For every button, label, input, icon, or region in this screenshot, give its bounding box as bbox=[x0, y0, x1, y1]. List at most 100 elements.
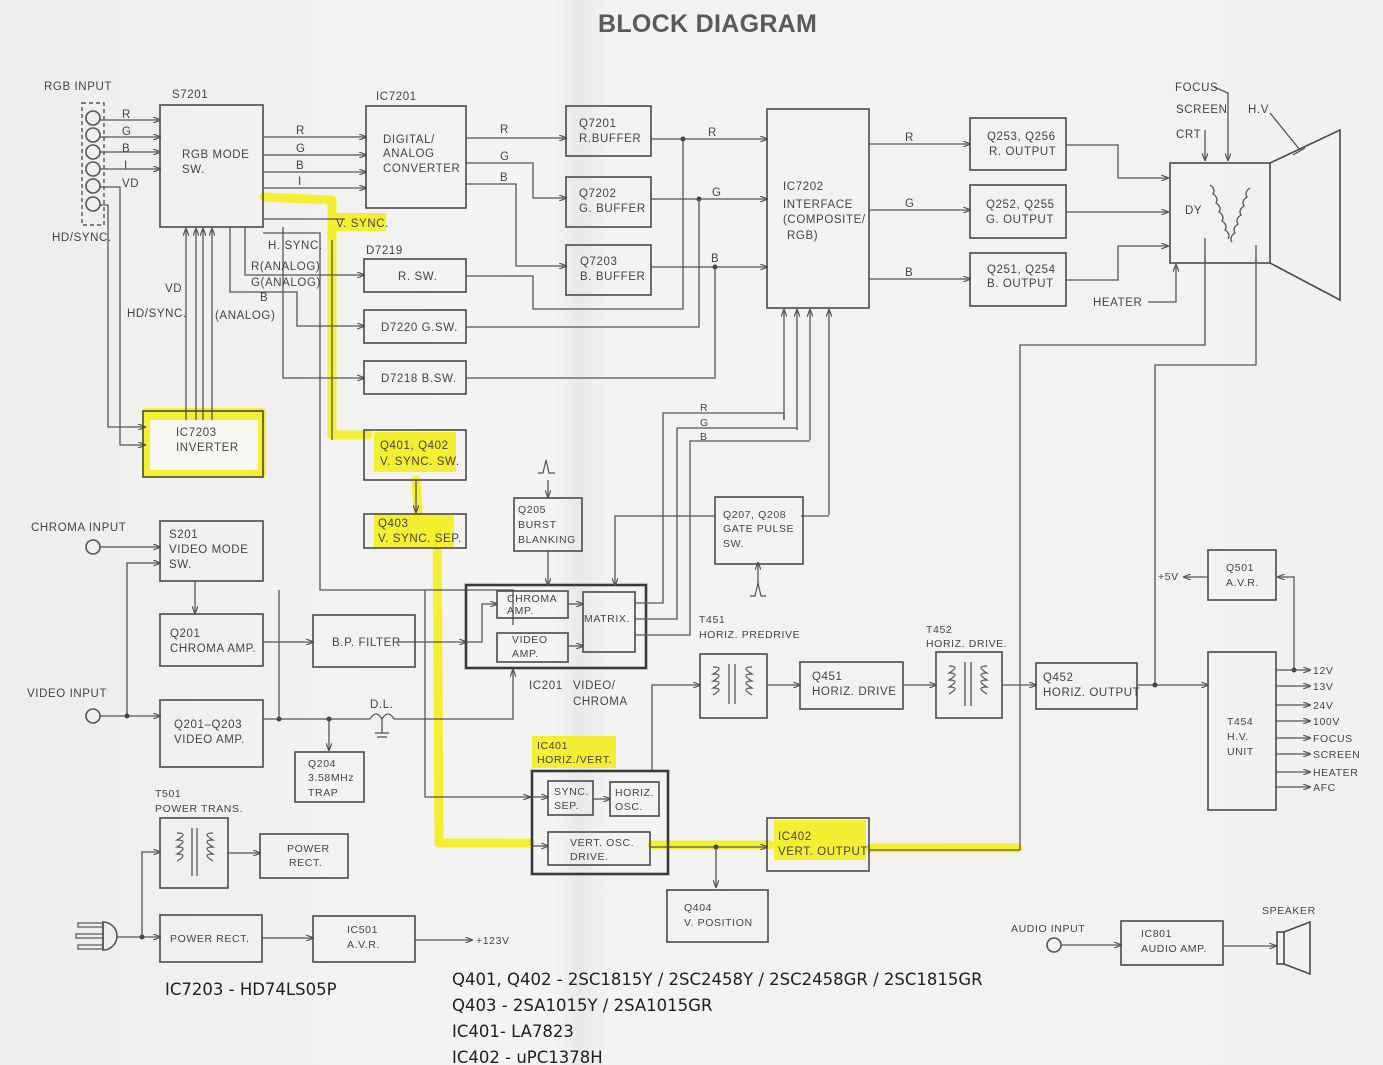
crt-dy-label: DY bbox=[1185, 205, 1202, 217]
video-input-wires bbox=[100, 547, 530, 797]
out-r-label: R bbox=[905, 132, 914, 144]
ic7202-ref: IC7202 bbox=[783, 181, 824, 193]
ic402-ref: IC402 bbox=[778, 831, 812, 843]
vert-osc-label: VERT. OSC. bbox=[570, 837, 634, 849]
rgb-input-wires bbox=[100, 120, 160, 445]
ic201-video-amp bbox=[496, 632, 569, 663]
r-analog-label: R(ANALOG) bbox=[251, 261, 320, 273]
t451-label: HORIZ. PREDRIVE bbox=[699, 629, 800, 641]
out-b-label: B bbox=[905, 267, 913, 279]
dac-r-label: R bbox=[500, 124, 509, 136]
ac-plug-icon bbox=[75, 921, 118, 951]
s7201-block bbox=[159, 104, 264, 228]
q207-ref: Q207, Q208 bbox=[723, 509, 786, 521]
hd-sync-label: HD/SYNC. bbox=[127, 308, 187, 320]
buf-g-label: G bbox=[712, 187, 722, 199]
ic801-ref: IC801 bbox=[1141, 928, 1172, 940]
d7218-block bbox=[363, 360, 467, 395]
b-analog-label-2: (ANALOG) bbox=[215, 310, 275, 322]
q451-ref: Q451 bbox=[812, 671, 843, 683]
v-sync-label: V. SYNC. bbox=[336, 218, 389, 230]
d7218-label: D7218 B.SW. bbox=[381, 373, 457, 385]
q207-label: GATE PULSE bbox=[723, 523, 794, 535]
ic201-label: VIDEO/ bbox=[573, 680, 616, 692]
hd-sync-input-label: HD/SYNC. bbox=[52, 232, 112, 244]
d7220-label: D7220 G.SW. bbox=[381, 322, 458, 334]
diagram-title: BLOCK DIAGRAM bbox=[598, 10, 817, 38]
q204-label-2: TRAP bbox=[308, 787, 338, 799]
q401-q402-block bbox=[363, 429, 467, 481]
power-wires bbox=[117, 852, 472, 940]
video-input-jack bbox=[85, 708, 101, 724]
out-g-label: G bbox=[905, 198, 915, 210]
q401-ref: Q401, Q402 bbox=[380, 440, 449, 452]
sig-r-label: R bbox=[296, 125, 305, 137]
hv-output-label: SCREEN bbox=[1313, 749, 1360, 761]
note-ic7203: IC7203 - HD74LS05P bbox=[165, 980, 337, 999]
q7201-block bbox=[565, 105, 652, 157]
plus-123v-label: +123V bbox=[476, 935, 510, 947]
q404-ref: Q404 bbox=[684, 902, 712, 914]
audio-input-label: AUDIO INPUT bbox=[1011, 923, 1085, 935]
audio-input-jack bbox=[1046, 937, 1062, 953]
horiz-osc-to-t451-wire bbox=[651, 685, 700, 770]
q404-label: V. POSITION bbox=[684, 917, 753, 929]
q207-label-2: SW. bbox=[723, 538, 744, 550]
ic201-ref: IC201 bbox=[529, 680, 563, 692]
q204-label: 3.58MHz bbox=[308, 772, 354, 784]
crt-icon bbox=[1019, 86, 1341, 850]
crt-label: CRT bbox=[1176, 129, 1201, 141]
t454-block bbox=[1207, 651, 1277, 811]
h-sync-label: H. SYNC. bbox=[268, 240, 323, 252]
chroma-input-jack bbox=[85, 539, 101, 555]
power-rect-1-block bbox=[259, 833, 349, 879]
note-ic402: IC402 - uPC1378H bbox=[452, 1048, 603, 1065]
speaker-label: SPEAKER bbox=[1262, 905, 1316, 917]
q204-ref: Q204 bbox=[308, 758, 336, 770]
q204-block bbox=[294, 751, 365, 803]
ic401-internal-wires bbox=[532, 797, 1020, 887]
v-sync-highlight bbox=[142, 192, 1023, 860]
q201-label: CHROMA AMP. bbox=[170, 643, 256, 655]
s201-block bbox=[159, 520, 264, 582]
pin-g-label: G bbox=[122, 126, 132, 138]
speaker-icon bbox=[1276, 920, 1311, 976]
s7201-to-dac-wires bbox=[263, 137, 366, 188]
bp-filter-block bbox=[312, 614, 416, 668]
s7201-label-2: SW. bbox=[182, 164, 205, 176]
q205-label-2: BLANKING bbox=[518, 534, 576, 546]
ic401-ref: IC401 bbox=[537, 740, 568, 752]
ic7202-label-2: (COMPOSITE/ bbox=[783, 214, 866, 226]
q452-block bbox=[1035, 662, 1138, 710]
bp-filter-label: B.P. FILTER bbox=[332, 637, 401, 649]
hv-output-label: AFC bbox=[1313, 782, 1336, 794]
hv-output-label: 24V bbox=[1313, 700, 1333, 712]
q7202-block bbox=[565, 176, 652, 228]
ic401-label: HORIZ./VERT. bbox=[537, 754, 612, 766]
q7203-block bbox=[565, 244, 652, 296]
dac-to-buffer-wires bbox=[466, 138, 566, 266]
hv-output-label: FOCUS bbox=[1313, 733, 1353, 745]
crt-hv-label: H.V bbox=[1248, 104, 1269, 116]
t451-ref: T451 bbox=[699, 614, 725, 626]
ic801-block bbox=[1120, 920, 1224, 966]
s7201-label: RGB MODE bbox=[182, 149, 249, 161]
rgb-input-connector bbox=[81, 102, 105, 226]
ic402-block bbox=[766, 817, 870, 872]
note-ic401: IC401- LA7823 bbox=[452, 1022, 574, 1041]
vert-osc-label-2: DRIVE. bbox=[570, 851, 609, 863]
crt-focus-label: FOCUS bbox=[1175, 82, 1218, 94]
ic7202-label: INTERFACE bbox=[783, 199, 853, 211]
pin-r-label: R bbox=[122, 109, 131, 121]
video-amp-block bbox=[159, 699, 264, 768]
buf-r-label: R bbox=[708, 127, 717, 139]
pin-i-label: I bbox=[124, 160, 128, 172]
sync-sep-label: SYNC. bbox=[554, 786, 589, 798]
hv-output-label: 13V bbox=[1313, 681, 1333, 693]
q501-ref: Q501 bbox=[1226, 562, 1254, 574]
t501-label: POWER TRANS. bbox=[155, 803, 243, 815]
ic7202-block bbox=[766, 108, 870, 309]
video-amp-inner-label-2: AMP. bbox=[512, 648, 539, 660]
s7201-aux-wires bbox=[186, 218, 514, 625]
